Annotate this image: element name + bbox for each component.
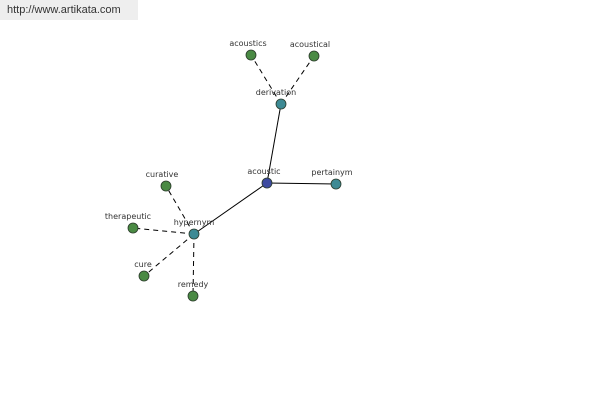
- node-label-remedy: remedy: [178, 280, 209, 289]
- node-label-derivation: derivation: [256, 88, 296, 97]
- edge-hypernym-curative: [165, 185, 195, 235]
- edge-derivation-acoustical: [280, 55, 315, 105]
- node-acoustic[interactable]: [261, 177, 273, 189]
- source-url-text: http://www.artikata.com: [7, 4, 121, 16]
- node-curative[interactable]: [160, 180, 172, 192]
- edge-acoustic-derivation: [266, 103, 282, 184]
- labels-layer: acoustic derivation pertainym hypernym acous…: [105, 39, 353, 289]
- source-url-banner: http://www.artikata.com: [0, 0, 138, 20]
- node-label-therapeutic: therapeutic: [105, 212, 151, 221]
- node-acoustics[interactable]: [245, 49, 257, 61]
- node-acoustical[interactable]: [308, 50, 320, 62]
- node-therapeutic[interactable]: [127, 222, 139, 234]
- node-label-hypernym: hypernym: [174, 218, 215, 227]
- node-label-acoustic: acoustic: [247, 167, 280, 176]
- edge-hypernym-remedy: [192, 233, 195, 297]
- node-cure[interactable]: [138, 270, 150, 282]
- node-label-curative: curative: [146, 170, 179, 179]
- node-label-acoustical: acoustical: [290, 40, 330, 49]
- edge-hypernym-cure: [143, 233, 195, 277]
- node-label-pertainym: pertainym: [311, 168, 352, 177]
- edge-acoustic-hypernym: [193, 182, 268, 235]
- edge-acoustic-pertainym: [266, 182, 337, 185]
- node-derivation[interactable]: [275, 98, 287, 110]
- edge-hypernym-therapeutic: [132, 227, 195, 235]
- nodes-layer: [127, 49, 342, 302]
- edge-derivation-acoustics: [250, 54, 282, 105]
- node-label-acoustics: acoustics: [229, 39, 266, 48]
- edges-layer: [132, 54, 337, 297]
- node-label-cure: cure: [134, 260, 152, 269]
- node-pertainym[interactable]: [330, 178, 342, 190]
- node-hypernym[interactable]: [188, 228, 200, 240]
- node-remedy[interactable]: [187, 290, 199, 302]
